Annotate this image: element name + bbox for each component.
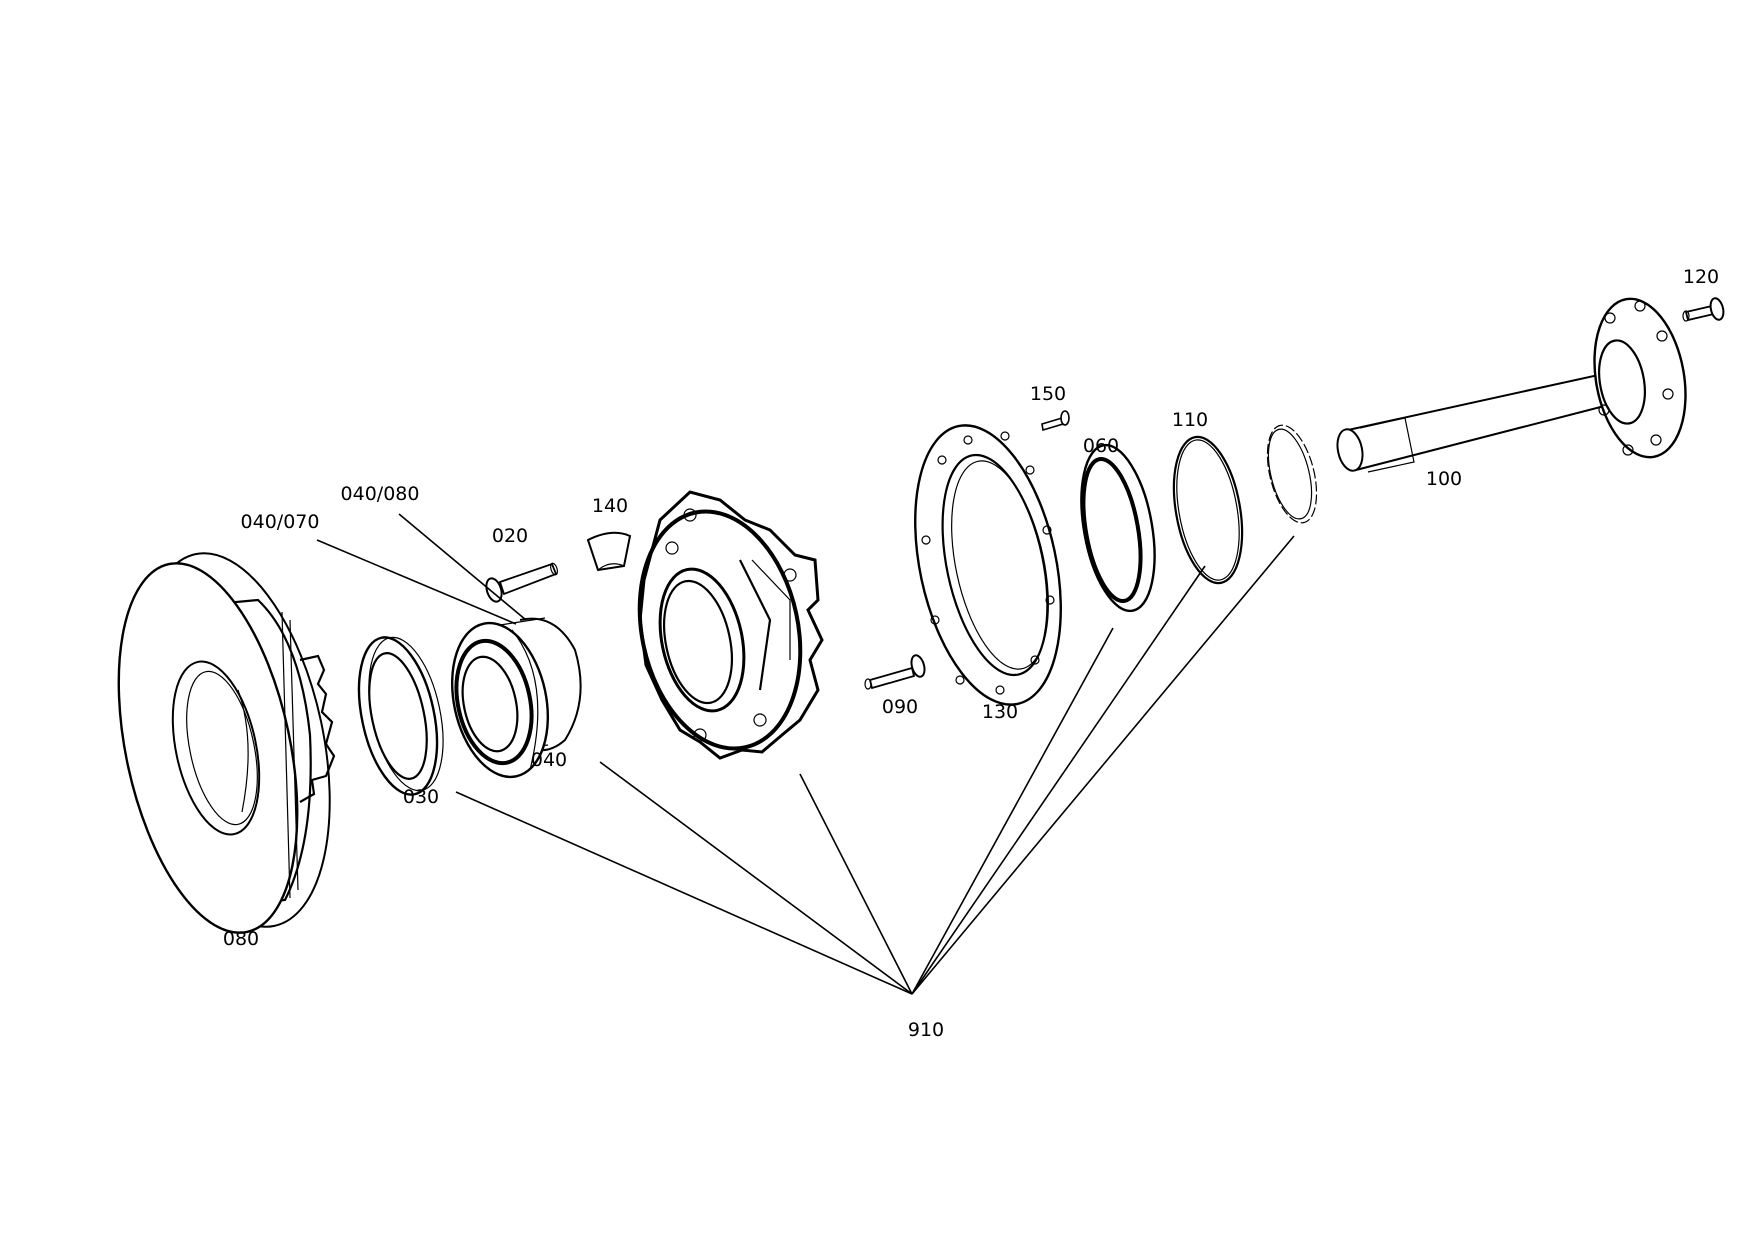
part-labels: 080 030 040 040/070 040/080 020 140 090 … [223, 266, 1719, 1041]
leader-lines [316, 513, 1295, 995]
part-retaining-ring [1266, 424, 1318, 524]
part-080-brake-disc [117, 552, 336, 934]
part-040-bearing [450, 617, 582, 779]
label-080: 080 [223, 928, 259, 950]
label-040: 040 [531, 749, 567, 771]
part-030-seal [357, 636, 444, 796]
label-910: 910 [908, 1019, 944, 1041]
part-060-seal [1080, 443, 1156, 613]
part-140-segment [586, 531, 632, 572]
label-150: 150 [1030, 383, 1066, 405]
part-120-bolt [1682, 297, 1725, 322]
label-120: 120 [1683, 266, 1719, 288]
part-130-gasket [914, 424, 1062, 706]
part-110-o-ring [1172, 435, 1244, 585]
part-090-bolt [864, 654, 926, 690]
part-wheel-hub [637, 490, 824, 760]
label-090: 090 [882, 696, 918, 718]
label-100: 100 [1426, 468, 1462, 490]
label-040-070: 040/070 [241, 511, 320, 533]
label-030: 030 [403, 786, 439, 808]
label-040-080: 040/080 [341, 483, 420, 505]
label-110: 110 [1172, 409, 1208, 431]
label-130: 130 [982, 701, 1018, 723]
label-060: 060 [1083, 435, 1119, 457]
label-020: 020 [492, 525, 528, 547]
label-140: 140 [592, 495, 628, 517]
part-150-screw [1041, 410, 1070, 432]
part-100-axle-shaft [1336, 297, 1687, 473]
part-020-stud [485, 562, 559, 603]
